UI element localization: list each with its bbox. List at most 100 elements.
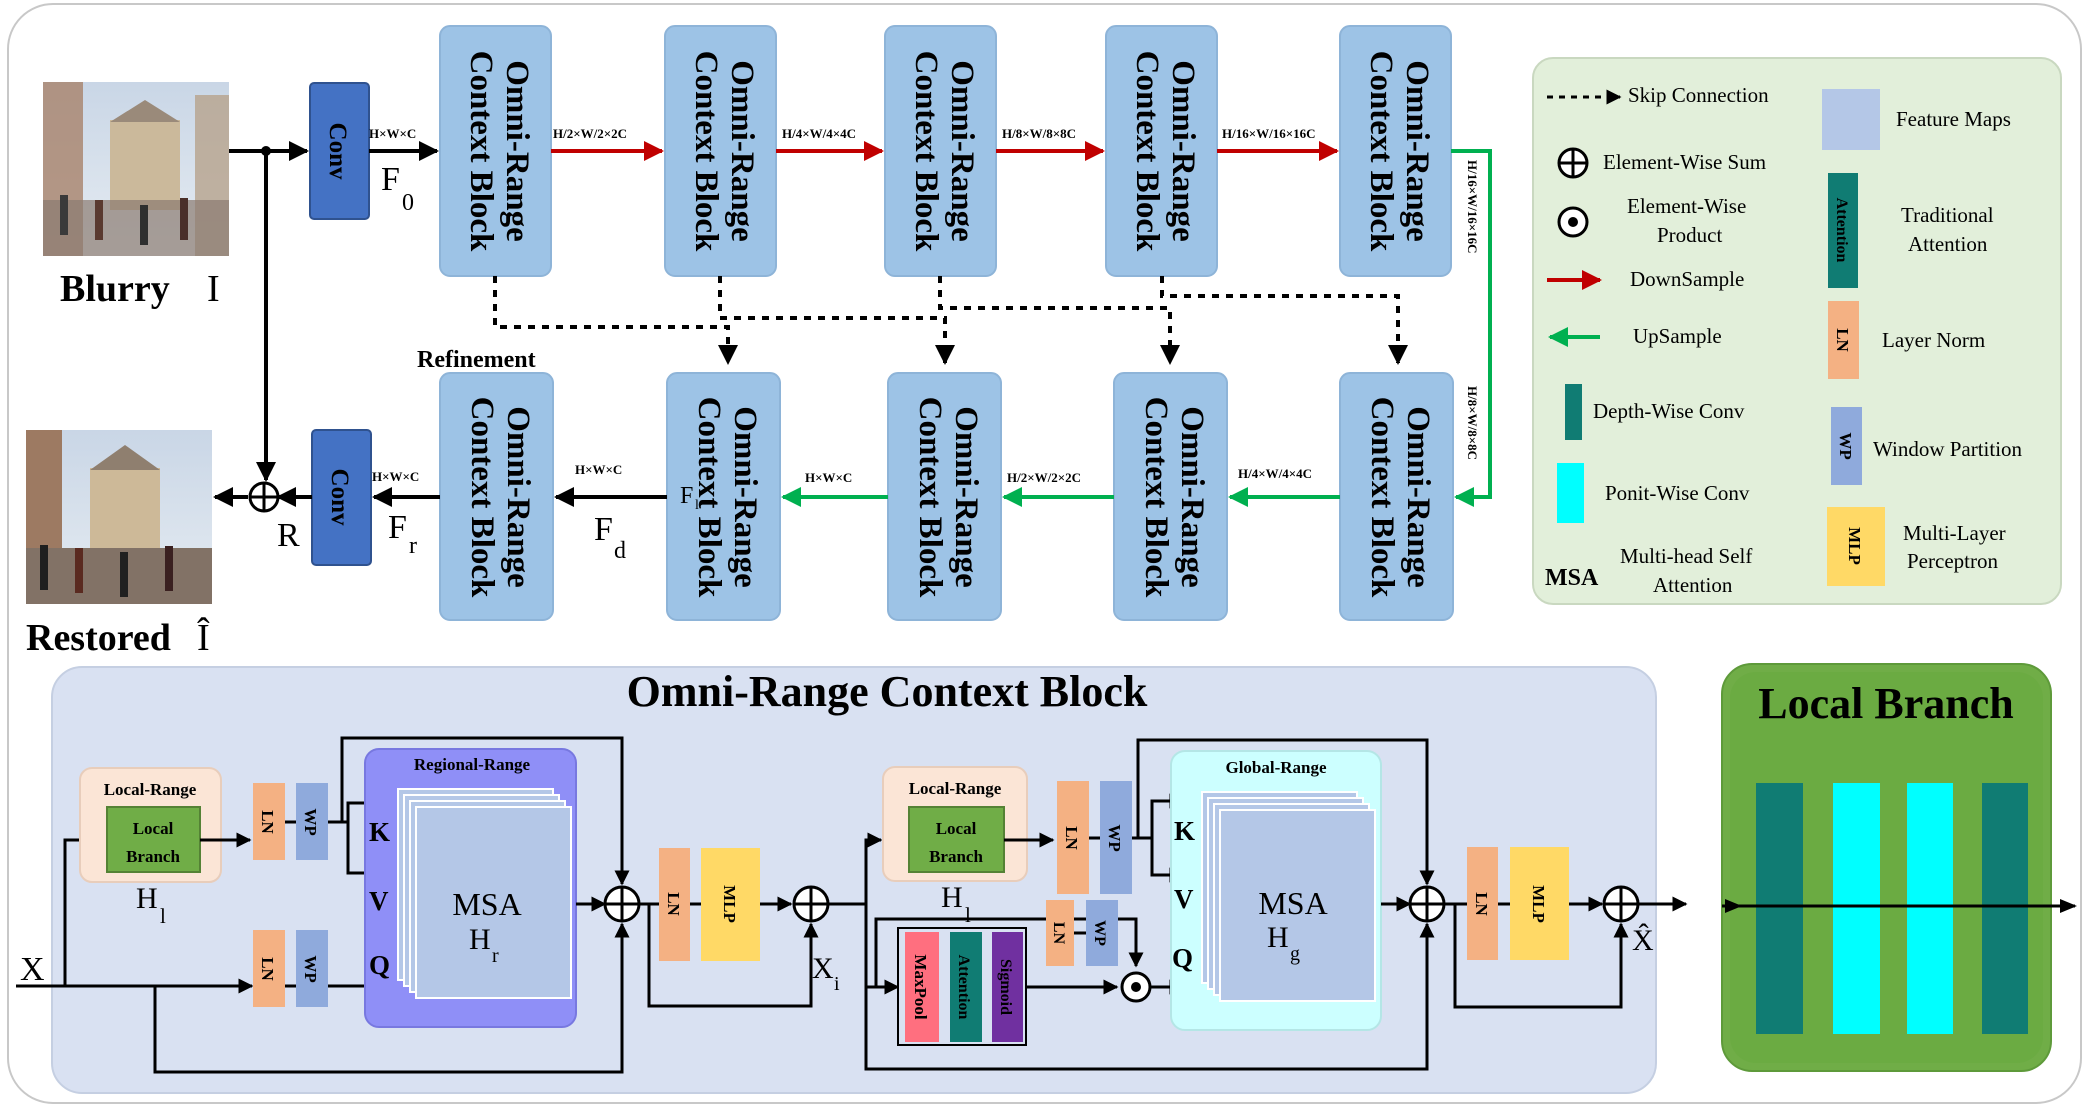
svg-text:Perceptron: Perceptron [1907,549,1998,573]
skip-connections [493,276,1408,365]
refinement-label: Refinement [417,347,536,373]
svg-text:Context Block: Context Block [691,397,727,598]
refinement-block: Omni-Range Context Block [439,372,554,621]
svg-text:X: X [20,951,45,988]
svg-text:K: K [1174,816,1195,846]
svg-text:F: F [388,509,407,546]
svg-text:Q: Q [369,950,390,980]
svg-text:LN: LN [664,892,683,916]
blurry-symbol: I [207,268,220,310]
svg-text:X̂: X̂ [1632,923,1654,957]
svg-text:UpSample: UpSample [1633,324,1722,348]
svg-text:Omni-Range: Omni-Range [499,60,535,242]
svg-text:Context Block: Context Block [1138,397,1174,598]
ln-1a [253,783,285,860]
svg-text:V: V [369,886,389,916]
wp-4 [1086,900,1118,966]
svg-text:H/2×W/2×2C: H/2×W/2×2C [553,126,627,141]
lb-pw-conv-2 [1907,783,1953,1034]
dw-conv-legend-icon [1565,384,1582,440]
svg-text:H: H [1267,921,1289,954]
svg-text:d: d [614,538,626,564]
svg-text:Q: Q [1172,943,1193,973]
wp-1b [296,930,328,1007]
encoder-block-5: Omni-Range Context Block [1339,25,1452,277]
svg-text:Omni-Range: Omni-Range [1400,406,1436,588]
attention-legend-icon [1828,173,1858,288]
svg-text:Omni-Range: Omni-Range [727,406,763,588]
svg-text:F: F [594,511,613,548]
svg-text:r: r [492,945,499,967]
svg-text:Multi-head Self: Multi-head Self [1620,544,1752,568]
decoder-block-4: Omni-Range Context Block [1339,372,1454,621]
svg-text:H/16×W/16×16C: H/16×W/16×16C [1465,160,1480,254]
conv-output-label: Conv [326,469,353,526]
svg-text:i: i [834,973,840,995]
svg-text:Context Block: Context Block [908,51,944,252]
svg-text:LN: LN [258,957,277,981]
svg-text:MSA: MSA [1258,885,1327,921]
svg-text:K: K [369,817,390,847]
svg-text:Traditional: Traditional [1901,203,1994,227]
svg-text:Omni-Range: Omni-Range [724,60,760,242]
svg-text:Branch: Branch [126,847,180,866]
svg-text:MaxPool: MaxPool [911,954,930,1019]
svg-text:0: 0 [402,190,414,216]
svg-text:Regional-Range: Regional-Range [414,755,531,774]
lb-dw-conv-2 [1982,783,2028,1034]
svg-text:Local-Range: Local-Range [909,779,1002,798]
svg-text:Depth-Wise Conv: Depth-Wise Conv [1593,399,1745,423]
orcb-title: Omni-Range Context Block [627,667,1148,716]
svg-text:l: l [965,903,971,927]
svg-text:Attention: Attention [1653,573,1733,597]
svg-text:R: R [277,517,300,554]
svg-text:Omni-Range: Omni-Range [1165,60,1201,242]
svg-text:Omni-Range: Omni-Range [944,60,980,242]
svg-text:X: X [812,952,834,985]
svg-text:DownSample: DownSample [1630,267,1744,291]
ln-1b [253,930,285,1007]
svg-text:LN: LN [1062,826,1081,850]
maxpool-op [905,932,939,1042]
decoder-block-2: Omni-Range Context Block [887,372,1002,621]
ln-2 [659,848,690,961]
regional-msa [415,806,572,999]
svg-text:Attention: Attention [1833,198,1850,263]
conv-input-label: Conv [324,123,351,180]
svg-text:Local: Local [936,819,977,838]
svg-text:MLP: MLP [1529,885,1548,923]
decoder-block-3: Omni-Range Context Block [1113,372,1228,621]
svg-text:WP: WP [301,955,320,982]
svg-text:LN: LN [1472,892,1491,916]
restored-label: Restored [26,617,171,659]
svg-text:Context Block: Context Block [912,397,948,598]
orcb-panel [51,666,1657,1094]
attention-op [950,932,982,1042]
svg-text:Local-Range: Local-Range [104,780,197,799]
svg-text:Global-Range: Global-Range [1225,758,1327,777]
encoder-block-3: Omni-Range Context Block [884,25,997,277]
svg-text:Sigmoid: Sigmoid [997,959,1014,1015]
ln-legend-icon [1828,301,1859,379]
svg-text:Branch: Branch [929,847,983,866]
svg-text:H/8×W/8×8C: H/8×W/8×8C [1002,126,1076,141]
svg-text:l: l [160,904,166,928]
svg-text:WP: WP [1091,920,1108,946]
svg-text:Omni-Range: Omni-Range [1399,60,1435,242]
global-msa [1219,809,1376,1002]
local-branch-title: Local Branch [1758,679,2013,728]
svg-text:H/4×W/4×4C: H/4×W/4×4C [782,126,856,141]
svg-text:Skip Connection: Skip Connection [1628,83,1769,107]
svg-text:MLP: MLP [720,885,739,923]
wp-legend-icon [1831,407,1862,485]
lb-pw-conv-1 [1833,783,1880,1034]
restored-image [26,430,212,604]
svg-text:Multi-Layer: Multi-Layer [1903,521,2006,545]
svg-text:H×W×C: H×W×C [372,469,419,484]
svg-text:H×W×C: H×W×C [369,126,416,141]
wp-1a [296,783,328,860]
svg-text:H/2×W/2×2C: H/2×W/2×2C [1007,470,1081,485]
svg-text:H×W×C: H×W×C [805,470,852,485]
feature-maps-legend-icon [1822,89,1880,150]
